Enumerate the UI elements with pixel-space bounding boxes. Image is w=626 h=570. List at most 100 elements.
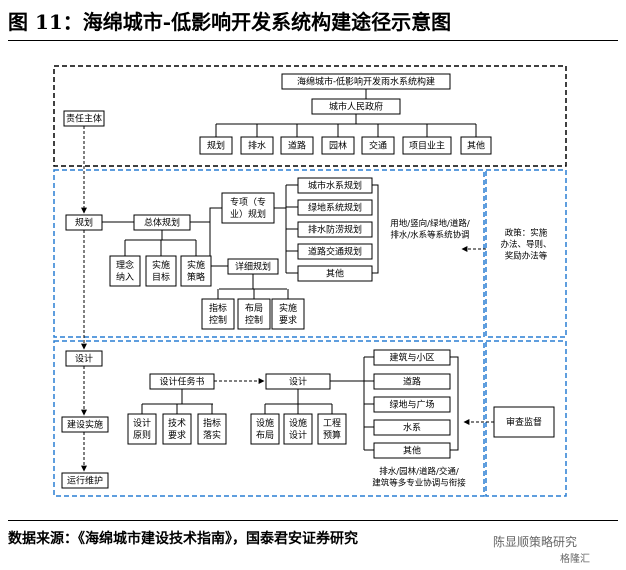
department-1: 排水 <box>240 136 274 155</box>
operation-box: 运行维护 <box>61 472 109 489</box>
responsibility-box-label: 责任主体 <box>66 113 102 125</box>
watermark-brand: 格隆汇 <box>560 554 590 565</box>
overall-child-2: 实施策略 <box>180 255 212 287</box>
title-rule <box>8 40 618 41</box>
system-header-box-label: 海绵城市-低影响开发雨水系统构建 <box>297 76 435 88</box>
department-3: 园林 <box>321 136 355 155</box>
responsibility-section-frame <box>53 65 567 167</box>
operation-box-label: 运行维护 <box>67 475 103 487</box>
category-0-label: 建筑与小区 <box>389 352 434 364</box>
detail-plan-box: 详细规划 <box>227 258 279 275</box>
special-child-1-label: 绿地系统规划 <box>308 202 362 214</box>
category-1-label: 道路 <box>403 376 421 388</box>
detail-child-0-label: 指标控制 <box>209 302 227 326</box>
department-2-label: 道路 <box>288 140 306 152</box>
special-child-0: 城市水系规划 <box>297 177 373 194</box>
department-1-label: 排水 <box>248 140 266 152</box>
design-coordination: 排水/园林/道路/交通/建筑等多专业协调与衔接 <box>372 466 466 489</box>
category-2-label: 绿地与广场 <box>389 399 434 411</box>
detail-plan-box-label: 详细规划 <box>235 261 271 273</box>
department-0-label: 规划 <box>207 140 225 152</box>
construction-box: 建设实施 <box>61 416 109 433</box>
department-4-label: 交通 <box>369 140 387 152</box>
category-3-label: 水系 <box>403 422 421 434</box>
category-0: 建筑与小区 <box>373 349 451 366</box>
detail-child-0: 指标控制 <box>201 298 235 330</box>
department-5: 项目业主 <box>402 136 452 155</box>
special-child-4-label: 其他 <box>326 268 344 280</box>
plan-coordination: 用地/竖向/绿地/道路/排水/水系等系统协调 <box>390 218 470 241</box>
category-4: 其他 <box>373 442 451 459</box>
supervision-section-frame <box>485 340 567 497</box>
source-rule <box>8 520 618 521</box>
overall-to-detail <box>209 222 228 267</box>
task-child-0: 设计原则 <box>127 413 157 445</box>
category-3: 水系 <box>373 419 451 436</box>
categories-vline <box>450 356 459 451</box>
detail-child-1-label: 布局控制 <box>245 302 263 326</box>
category-2: 绿地与广场 <box>373 396 451 413</box>
design-section-frame <box>53 340 485 497</box>
policy-text-label: 政策：实施办法、导则、奖励办法等 <box>500 227 551 261</box>
plan-label-box-label: 规划 <box>75 217 93 229</box>
government-box-label: 城市人民政府 <box>329 101 383 113</box>
department-4: 交通 <box>361 136 395 155</box>
design-child-1: 设施设计 <box>283 413 313 445</box>
overall-child-0: 理念纳入 <box>109 255 141 287</box>
special-child-0-label: 城市水系规划 <box>308 180 362 192</box>
design-child-0: 设施布局 <box>250 413 280 445</box>
overall-child-2-label: 实施策略 <box>187 259 205 283</box>
design-child-2-label: 工程预算 <box>323 418 341 441</box>
detail-child-2: 实施要求 <box>271 298 305 330</box>
policy-text: 政策：实施办法、导则、奖励办法等 <box>500 227 551 261</box>
task-child-0-label: 设计原则 <box>133 417 151 441</box>
design-label-box: 设计 <box>65 350 103 367</box>
government-box: 城市人民政府 <box>311 98 401 115</box>
design-child-2: 工程预算 <box>317 413 347 445</box>
overall-plan-box-label: 总体规划 <box>144 217 180 229</box>
design-coordination-label: 排水/园林/道路/交通/建筑等多专业协调与衔接 <box>372 466 466 489</box>
responsibility-box: 责任主体 <box>63 110 105 127</box>
system-header-box: 海绵城市-低影响开发雨水系统构建 <box>281 73 451 90</box>
overall-child-1-label: 实施目标 <box>152 259 170 283</box>
department-6: 其他 <box>460 136 492 155</box>
overall-to-branches <box>190 207 222 223</box>
category-1: 道路 <box>373 373 451 390</box>
overall-child-0-label: 理念纳入 <box>116 259 134 283</box>
department-2: 道路 <box>280 136 314 155</box>
supervision-box-label: 审查监督 <box>506 416 542 428</box>
planning-section-frame <box>53 169 485 338</box>
overall-plan-box: 总体规划 <box>133 214 191 231</box>
special-child-1: 绿地系统规划 <box>297 199 373 216</box>
design-label-box-label: 设计 <box>75 353 93 365</box>
task-child-1-label: 技术要求 <box>168 417 186 441</box>
task-book-box: 设计任务书 <box>149 373 215 390</box>
overall-child-1: 实施目标 <box>145 255 177 287</box>
special-child-2-label: 排水防涝规划 <box>308 224 362 236</box>
design-child-0-label: 设施布局 <box>256 417 274 441</box>
plan-label-box: 规划 <box>65 214 103 231</box>
department-5-label: 项目业主 <box>409 140 445 152</box>
task-child-2: 指标落实 <box>197 413 227 445</box>
special-child-2: 排水防涝规划 <box>297 221 373 238</box>
special-plan-box: 专项（专业）规划 <box>221 192 275 224</box>
special-children-vline <box>372 184 379 274</box>
figure-title: 图 11：海绵城市-低影响开发系统构建途径示意图 <box>8 10 452 34</box>
detail-child-1: 布局控制 <box>237 298 271 330</box>
watermark-text: 陈显顺策略研究 <box>493 535 578 549</box>
task-book-box-label: 设计任务书 <box>159 376 204 388</box>
supervision-box: 审查监督 <box>493 406 555 438</box>
design-box: 设计 <box>265 373 331 390</box>
construction-box-label: 建设实施 <box>67 419 103 431</box>
design-child-1-label: 设施设计 <box>289 417 307 441</box>
special-plan-box-label: 专项（专业）规划 <box>230 196 266 220</box>
department-3-label: 园林 <box>329 140 347 152</box>
policy-section-frame <box>485 169 567 338</box>
special-child-3: 道路交通规划 <box>297 243 373 260</box>
department-6-label: 其他 <box>467 140 485 152</box>
plan-coordination-label: 用地/竖向/绿地/道路/排水/水系等系统协调 <box>390 218 470 241</box>
detail-child-2-label: 实施要求 <box>279 302 297 326</box>
design-box-label: 设计 <box>289 376 307 388</box>
source-note: 数据来源：《海绵城市建设技术指南》，国泰君安证券研究 <box>8 531 358 547</box>
category-4-label: 其他 <box>403 445 421 457</box>
